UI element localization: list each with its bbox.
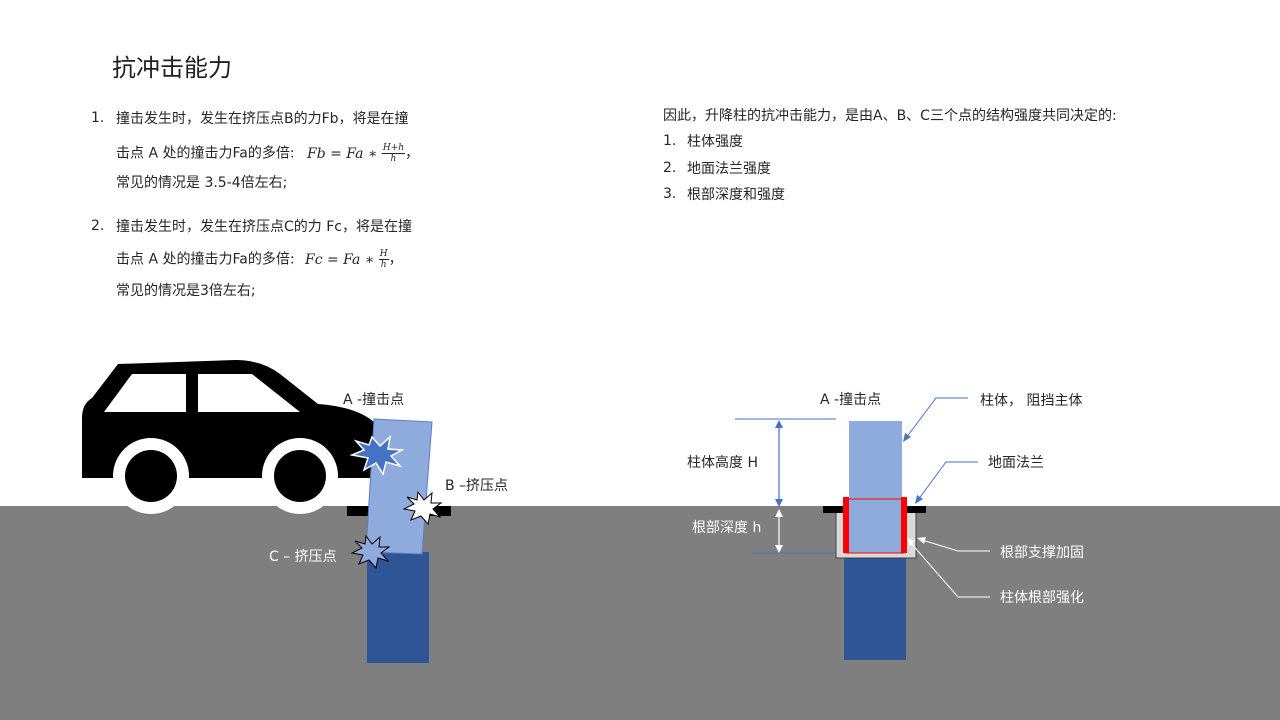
label-root-support: 根部支撑加固 bbox=[1000, 545, 1084, 561]
list-item-text: 地面法兰强度 bbox=[687, 161, 771, 177]
ground bbox=[0, 506, 1280, 720]
formula-fc: Fc = Fa ∗ bbox=[305, 251, 375, 268]
list-item-number: 2. bbox=[663, 160, 677, 176]
body-callout-line bbox=[905, 397, 968, 439]
conclusion-intro: 因此，升降柱的抗冲击能力，是由A、B、C三个点的结构强度共同决定的: bbox=[663, 108, 1117, 124]
impact-burst-icon bbox=[349, 435, 405, 476]
label-ground-flange: 地面法兰 bbox=[988, 455, 1044, 471]
list-item-text: 柱体强度 bbox=[687, 134, 743, 150]
list-item-text: 常见的情况是 3.5-4倍左右; bbox=[116, 175, 288, 191]
list-item-text: 根部深度和强度 bbox=[687, 187, 785, 203]
label-post-height: 柱体高度 H bbox=[687, 455, 758, 471]
root-callout-line bbox=[909, 541, 990, 598]
label-root-depth: 根部深度 h bbox=[692, 520, 762, 536]
label-squeeze-point-b: B –挤压点 bbox=[445, 478, 509, 494]
tilted-post bbox=[365, 418, 433, 555]
support-callout-line bbox=[921, 539, 990, 552]
flange-callout-line bbox=[917, 461, 978, 501]
label-post-body: 柱体， 阻挡主体 bbox=[980, 393, 1083, 409]
list-item-number: 2. bbox=[91, 218, 105, 234]
squeeze-burst-c-icon bbox=[350, 534, 391, 570]
label-impact-point-a-right: A -撞击点 bbox=[820, 392, 882, 408]
list-item-number: 3. bbox=[663, 186, 677, 202]
right-post-body bbox=[849, 421, 902, 499]
list-item-number: 1. bbox=[663, 133, 677, 149]
list-item-text: 撞击发生时，发生在挤压点C的力 Fc，将是在撞 bbox=[116, 219, 412, 235]
label-root-strengthening: 柱体根部强化 bbox=[1000, 590, 1084, 606]
formula-fb: Fb = Fa ∗ bbox=[307, 145, 378, 162]
label-impact-point-a: A -撞击点 bbox=[343, 392, 405, 408]
list-item-text: 撞击发生时，发生在挤压点B的力Fb，将是在撞 bbox=[116, 111, 409, 127]
page-title: 抗冲击能力 bbox=[112, 54, 232, 82]
label-squeeze-point-c: C – 挤压点 bbox=[269, 549, 337, 565]
list-item-number: 1. bbox=[91, 110, 105, 126]
squeeze-burst-b-icon bbox=[402, 490, 443, 526]
right-buried-post bbox=[844, 554, 906, 660]
car-icon bbox=[82, 360, 392, 514]
list-item-text: 常见的情况是3倍左右; bbox=[116, 283, 256, 299]
buried-post bbox=[367, 552, 429, 663]
root-reinforcement-highlight bbox=[845, 498, 905, 554]
